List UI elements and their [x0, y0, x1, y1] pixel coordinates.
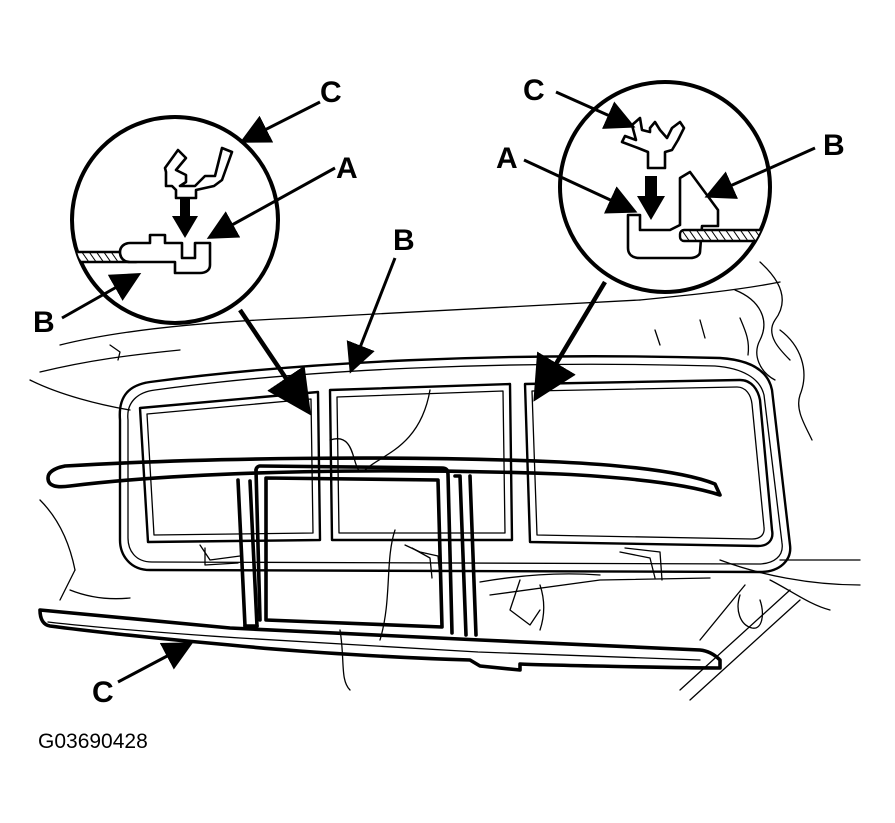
vehicle-body-background [29, 261, 861, 701]
callout-left-c: C [320, 76, 342, 109]
callout-right-c: C [523, 74, 545, 107]
callout-main-b: B [393, 224, 415, 257]
detail-circle-left [70, 115, 280, 325]
window-frame [118, 355, 792, 691]
right-detail-panel-hatch [678, 228, 770, 243]
callout-labels: C A B C A B B C [33, 74, 845, 709]
garnish-lower-c [38, 464, 722, 672]
callout-left-b: B [33, 306, 55, 339]
left-detail-clip [163, 146, 234, 200]
left-detail-retainer [118, 233, 212, 275]
detail-circle-right [558, 80, 772, 294]
callout-left-a: A [336, 152, 358, 185]
figure-id: G03690428 [38, 730, 148, 753]
callout-main-c: C [92, 676, 114, 709]
right-detail-clip [620, 116, 686, 170]
callout-right-b: B [823, 129, 845, 162]
garnish-upper-b [46, 456, 722, 497]
leader-lines [61, 90, 816, 684]
callout-right-a: A [496, 142, 518, 175]
